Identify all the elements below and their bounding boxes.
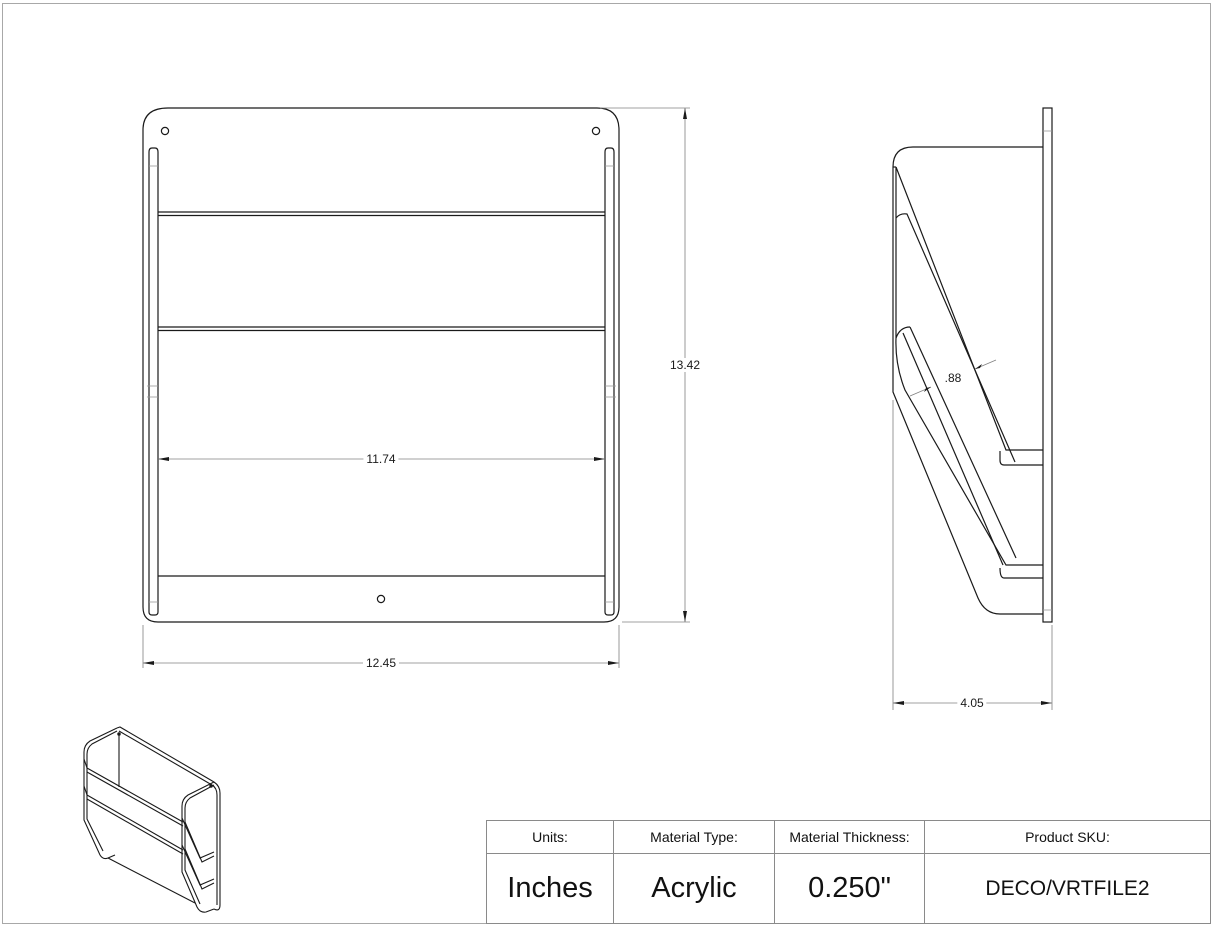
dimension-pocket-gap: .88 xyxy=(944,371,962,385)
lower-pocket-profile xyxy=(895,326,911,339)
iso-back-panel xyxy=(116,726,221,911)
mounting-hole-icon xyxy=(376,594,386,604)
title-block: Units: Material Type: Material Thickness… xyxy=(486,820,1211,924)
iso-left-side xyxy=(83,727,118,860)
isometric-view xyxy=(83,726,221,913)
iso-right-side xyxy=(181,781,215,913)
iso-pocket-edge-lower xyxy=(86,794,184,851)
side-view xyxy=(892,107,1053,623)
iso-pocket-edge-upper xyxy=(86,767,184,823)
dimension-overall-width: 12.45 xyxy=(362,656,400,670)
material-thickness-header: Material Thickness: xyxy=(774,820,925,854)
side-back-panel xyxy=(1042,107,1053,623)
left-side-rail xyxy=(148,147,159,616)
material-type-value: Acrylic xyxy=(613,853,775,924)
dimension-depth: 4.05 xyxy=(957,696,987,710)
mounting-hole-icon xyxy=(591,126,601,136)
front-view xyxy=(142,107,620,623)
dimension-inner-width: 11.74 xyxy=(363,452,399,466)
product-sku-header: Product SKU: xyxy=(924,820,1211,854)
material-thickness-value: 0.250" xyxy=(774,853,925,924)
drawing-sheet-border xyxy=(2,3,1211,924)
product-sku-value: DECO/VRTFILE2 xyxy=(924,853,1211,924)
mounting-hole-icon xyxy=(160,126,170,136)
units-header: Units: xyxy=(486,820,614,854)
dimension-overall-height: 13.42 xyxy=(666,358,704,372)
material-type-header: Material Type: xyxy=(613,820,775,854)
front-view-dimensions xyxy=(142,107,690,668)
side-view-dimensions xyxy=(892,359,1053,710)
right-side-rail xyxy=(604,147,615,616)
side-outer-profile xyxy=(892,146,1043,615)
upper-pocket-profile xyxy=(895,166,1043,451)
units-value: Inches xyxy=(486,853,614,924)
front-back-panel-outline xyxy=(142,107,620,623)
